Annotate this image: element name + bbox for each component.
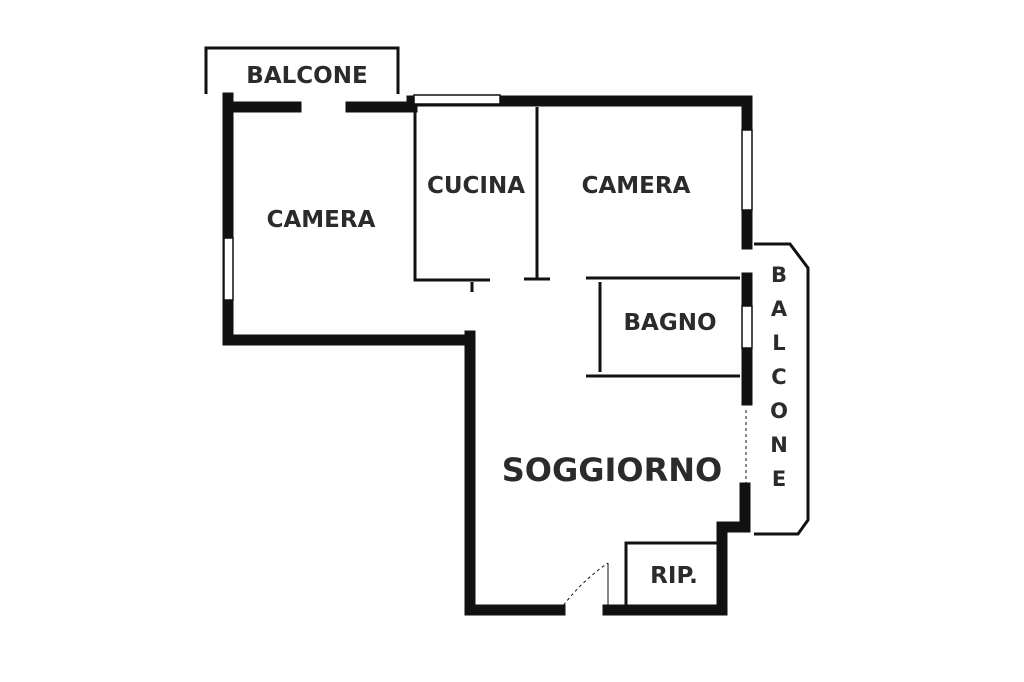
entrance-door [559, 562, 609, 611]
balcony-top-outline [204, 46, 400, 94]
room-label-cucina: CUCINA [426, 173, 526, 199]
balcony-right-outline [745, 242, 810, 536]
interior-walls [413, 107, 740, 610]
room-label-bagno: BAGNO [623, 310, 717, 336]
room-label-balcone-top: BALCONE [246, 63, 368, 89]
room-label-soggiorno: SOGGIORNO [501, 451, 723, 489]
room-label-rip: RIP. [650, 563, 698, 589]
room-label-camera-right: CAMERA [581, 173, 691, 199]
room-label-camera-left: CAMERA [266, 207, 376, 233]
windows [223, 94, 753, 349]
room-label-balcone-right: BALCONE [770, 263, 788, 491]
